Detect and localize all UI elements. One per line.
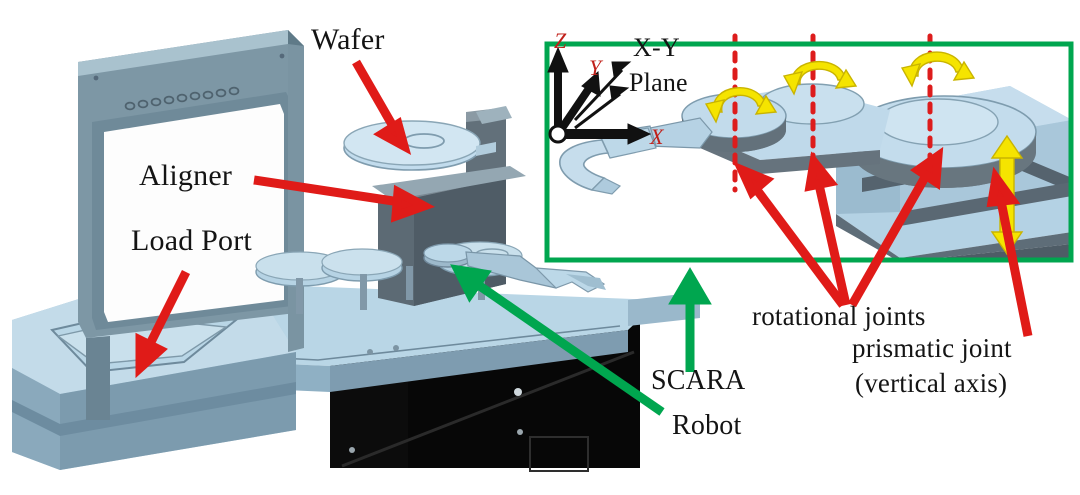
scara-robot-main-view xyxy=(423,243,606,293)
label-prismatic-joint: prismatic joint xyxy=(852,333,1012,363)
label-load-port: Load Port xyxy=(131,224,252,257)
label-xy-plane-line1: X-Y xyxy=(633,33,680,62)
load-port-arrow xyxy=(135,269,191,379)
rotation-arrow-joint-3 xyxy=(900,51,976,88)
scara-robot-arrow xyxy=(450,264,665,416)
rot-joint-3-arrow xyxy=(848,146,944,308)
rotation-arrow-joint-2 xyxy=(782,60,858,96)
prismatic-arrow xyxy=(986,166,1033,337)
wafer-arrow xyxy=(352,59,412,156)
label-scara-line1: SCARA xyxy=(651,365,746,396)
rot-joint-2-arrow xyxy=(804,151,851,306)
xy-plane-pointer-lower xyxy=(574,85,630,130)
label-scara-line2: Robot xyxy=(672,410,742,441)
vent-holes xyxy=(124,86,240,111)
label-wafer: Wafer xyxy=(311,23,385,56)
aligner-arrow xyxy=(253,175,436,223)
axis-label-z: Z xyxy=(554,28,567,53)
label-rotational-joints: rotational joints xyxy=(752,301,926,331)
label-aligner: Aligner xyxy=(139,159,233,192)
red-annotation-arrows xyxy=(135,59,1033,379)
inset-callout-arrow xyxy=(668,267,712,372)
axis-origin-marker xyxy=(548,124,568,144)
rotation-arrows xyxy=(704,51,976,124)
axis-z-arrow xyxy=(547,46,569,134)
green-annotation-arrows xyxy=(450,264,712,416)
rotation-arrow-joint-1 xyxy=(704,87,778,124)
axis-label-x: X xyxy=(650,124,664,149)
inset-scara-arm xyxy=(559,33,1072,262)
axis-y-arrow xyxy=(554,70,601,137)
label-xy-plane-line2: Plane xyxy=(629,68,688,97)
axis-x-arrow xyxy=(558,123,652,145)
joint-3-disc xyxy=(851,95,1037,188)
rot-joint-1-arrow xyxy=(733,161,847,308)
axis-label-y: Y xyxy=(589,55,602,80)
label-vertical-axis: (vertical axis) xyxy=(855,368,1008,398)
xy-plane-pointer-upper xyxy=(573,61,632,122)
